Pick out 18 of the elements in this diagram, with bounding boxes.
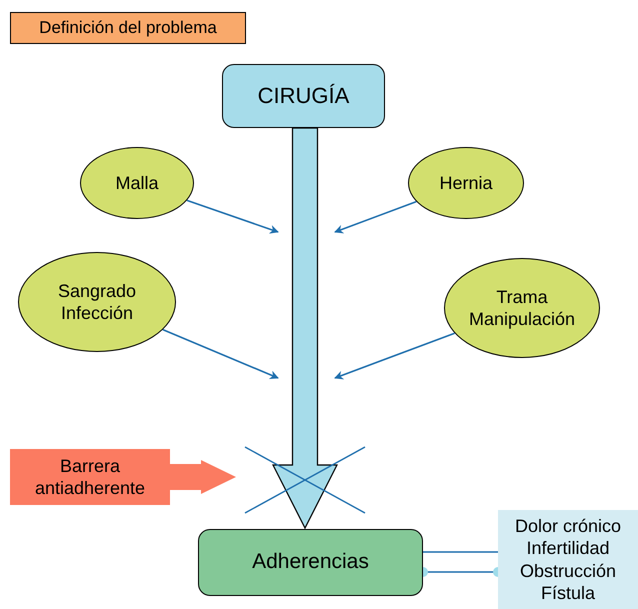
node-label: Hernia [439, 172, 493, 194]
node-label: CIRUGÍA [258, 82, 350, 110]
diagram-title: Definición del problema [10, 12, 246, 44]
node-label: Trama Manipulación [468, 286, 576, 330]
barrier-box [10, 449, 170, 505]
process-box [222, 64, 385, 128]
node-label: Malla [115, 172, 158, 194]
node-label: Dolor crónico [514, 514, 622, 537]
node-label: Sangrado Infección [56, 280, 138, 324]
consequence-list-box [498, 510, 638, 609]
node-label: Fístula [540, 582, 596, 604]
node-label: Adherencias [252, 549, 369, 576]
block-arrow [272, 127, 338, 530]
block-arrow [170, 460, 236, 494]
node-label: Infertilidad [526, 537, 610, 560]
result-box [198, 529, 423, 596]
node-label: Barrera antiadherente [34, 454, 146, 500]
node-label: Obstrucción [520, 560, 616, 582]
